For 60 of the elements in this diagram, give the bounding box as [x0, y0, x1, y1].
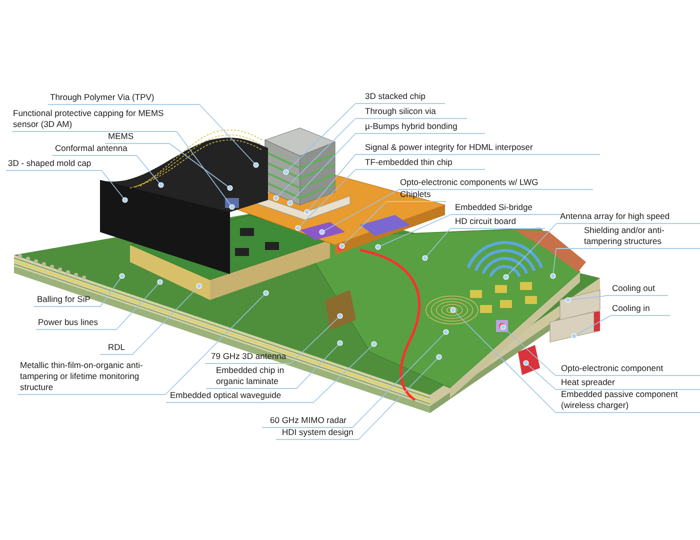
leader-line	[200, 104, 259, 168]
leader-line	[571, 316, 610, 339]
leader-line	[290, 313, 343, 364]
leader-line	[296, 340, 343, 390]
leader-line	[283, 104, 356, 175]
leader-line	[136, 156, 164, 188]
leader-line	[164, 290, 269, 396]
leader-line	[352, 329, 449, 428]
leader-line	[287, 134, 356, 206]
leader-line	[132, 283, 202, 356]
callout-label: Opto-electronic components w/ LWG	[398, 177, 593, 190]
callout-label: Cooling in	[610, 303, 670, 316]
callout-label: Conformal antenna	[52, 143, 137, 156]
leader-line	[450, 307, 556, 414]
callout-label: Embedded Si-bridge	[450, 202, 562, 215]
leader-line	[102, 170, 128, 203]
callout-label: Embedded optical waveguide	[166, 390, 313, 403]
leader-line	[100, 273, 125, 308]
callout-label: Cooling out	[605, 283, 668, 296]
callout-label: Through silicon via	[355, 106, 467, 119]
callout-label: Heat spreader	[556, 377, 700, 390]
leader-line	[304, 154, 356, 215]
leader-line	[273, 118, 356, 201]
leader-line	[500, 324, 556, 376]
callout-label: Metallic thin-film-on-organic anti-tampering or lifetime monitoring structure	[18, 360, 165, 395]
callout-label: Balling for SiP	[34, 294, 100, 307]
leader-line	[503, 224, 556, 280]
callout-label: Embedded passive component (wireless charger)	[556, 389, 700, 413]
leader-line	[358, 354, 442, 440]
leader-line	[375, 214, 450, 250]
callout-label: Opto-electronic component	[556, 363, 700, 376]
callout-label: Power bus lines	[36, 317, 116, 330]
callout-label: RDL	[100, 342, 132, 355]
leader-line	[116, 279, 163, 330]
callout-label: Through Polymer Via (TPV)	[48, 92, 200, 105]
callout-label: µ-Bumps hybrid bonding	[355, 121, 485, 134]
callout-label: Antenna array for high speed	[556, 211, 700, 224]
callout-label: Embedded chip in organic laminate	[206, 365, 296, 389]
callout-label: Functional protective capping for MEMS sensor (3D AM)	[12, 108, 177, 132]
callout-label: HD circuit board	[450, 216, 545, 229]
leader-line	[523, 360, 556, 390]
callout-label: HDI system design	[276, 427, 358, 440]
callout-label: Signal & power integrity for HDML interposer	[355, 142, 600, 155]
callout-label: 3D - shaped mold cap	[6, 158, 102, 171]
callout-label: 79 GHz 3D antenna	[205, 351, 290, 364]
leader-line	[312, 341, 377, 404]
leader-line	[339, 202, 386, 249]
leader-line	[550, 248, 556, 279]
callout-label: Chiplets	[386, 189, 446, 202]
callout-label: 60 GHz MIMO radar	[262, 415, 352, 428]
leader-line	[319, 190, 398, 235]
leader-line	[565, 296, 606, 303]
callout-label: MEMS	[105, 131, 170, 144]
leader-line	[295, 170, 356, 231]
leader-line	[176, 132, 235, 210]
callout-label: Shielding and/or anti-tampering structures	[556, 225, 700, 249]
leader-line	[170, 144, 233, 191]
callout-label: 3D stacked chip	[355, 91, 445, 104]
leader-line	[422, 228, 450, 261]
callout-label: TF-embedded thin chip	[355, 157, 485, 170]
